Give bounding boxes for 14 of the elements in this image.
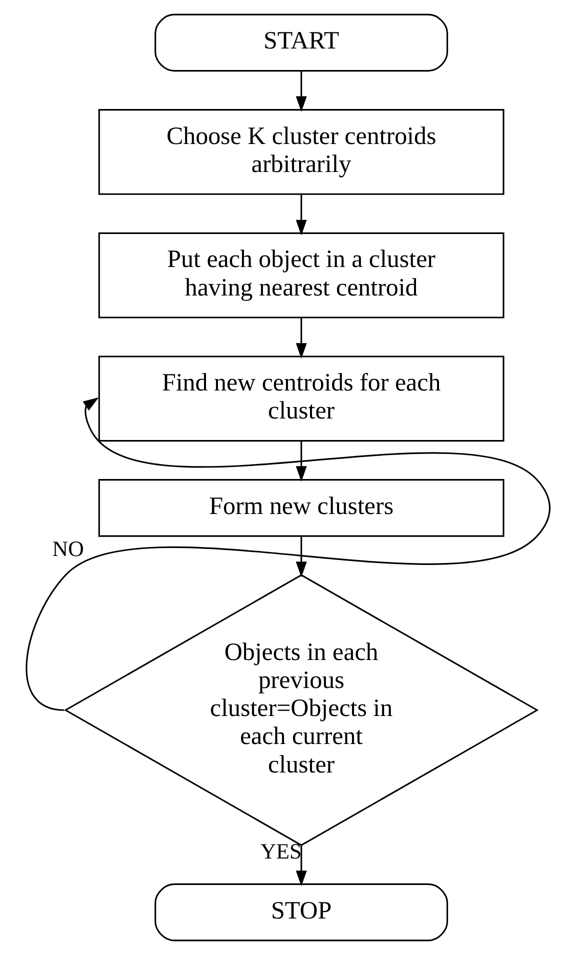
node-box: START [154, 14, 448, 72]
arrow [295, 536, 306, 578]
node-box: Choose K cluster centroids arbitrarily [98, 109, 504, 195]
node-box: STOP [154, 883, 448, 942]
arrow [295, 194, 306, 236]
arrow [295, 440, 306, 482]
node-box: Put each object in a cluster having nearest centroid [98, 232, 504, 318]
arrow [295, 318, 306, 359]
node-box: Find new centroids for each cluster [98, 356, 504, 442]
arrow [295, 71, 306, 112]
arrow [25, 397, 550, 711]
edge-label: NO [52, 536, 84, 561]
node-box: Form new clusters [98, 479, 504, 537]
arrow [295, 846, 306, 886]
